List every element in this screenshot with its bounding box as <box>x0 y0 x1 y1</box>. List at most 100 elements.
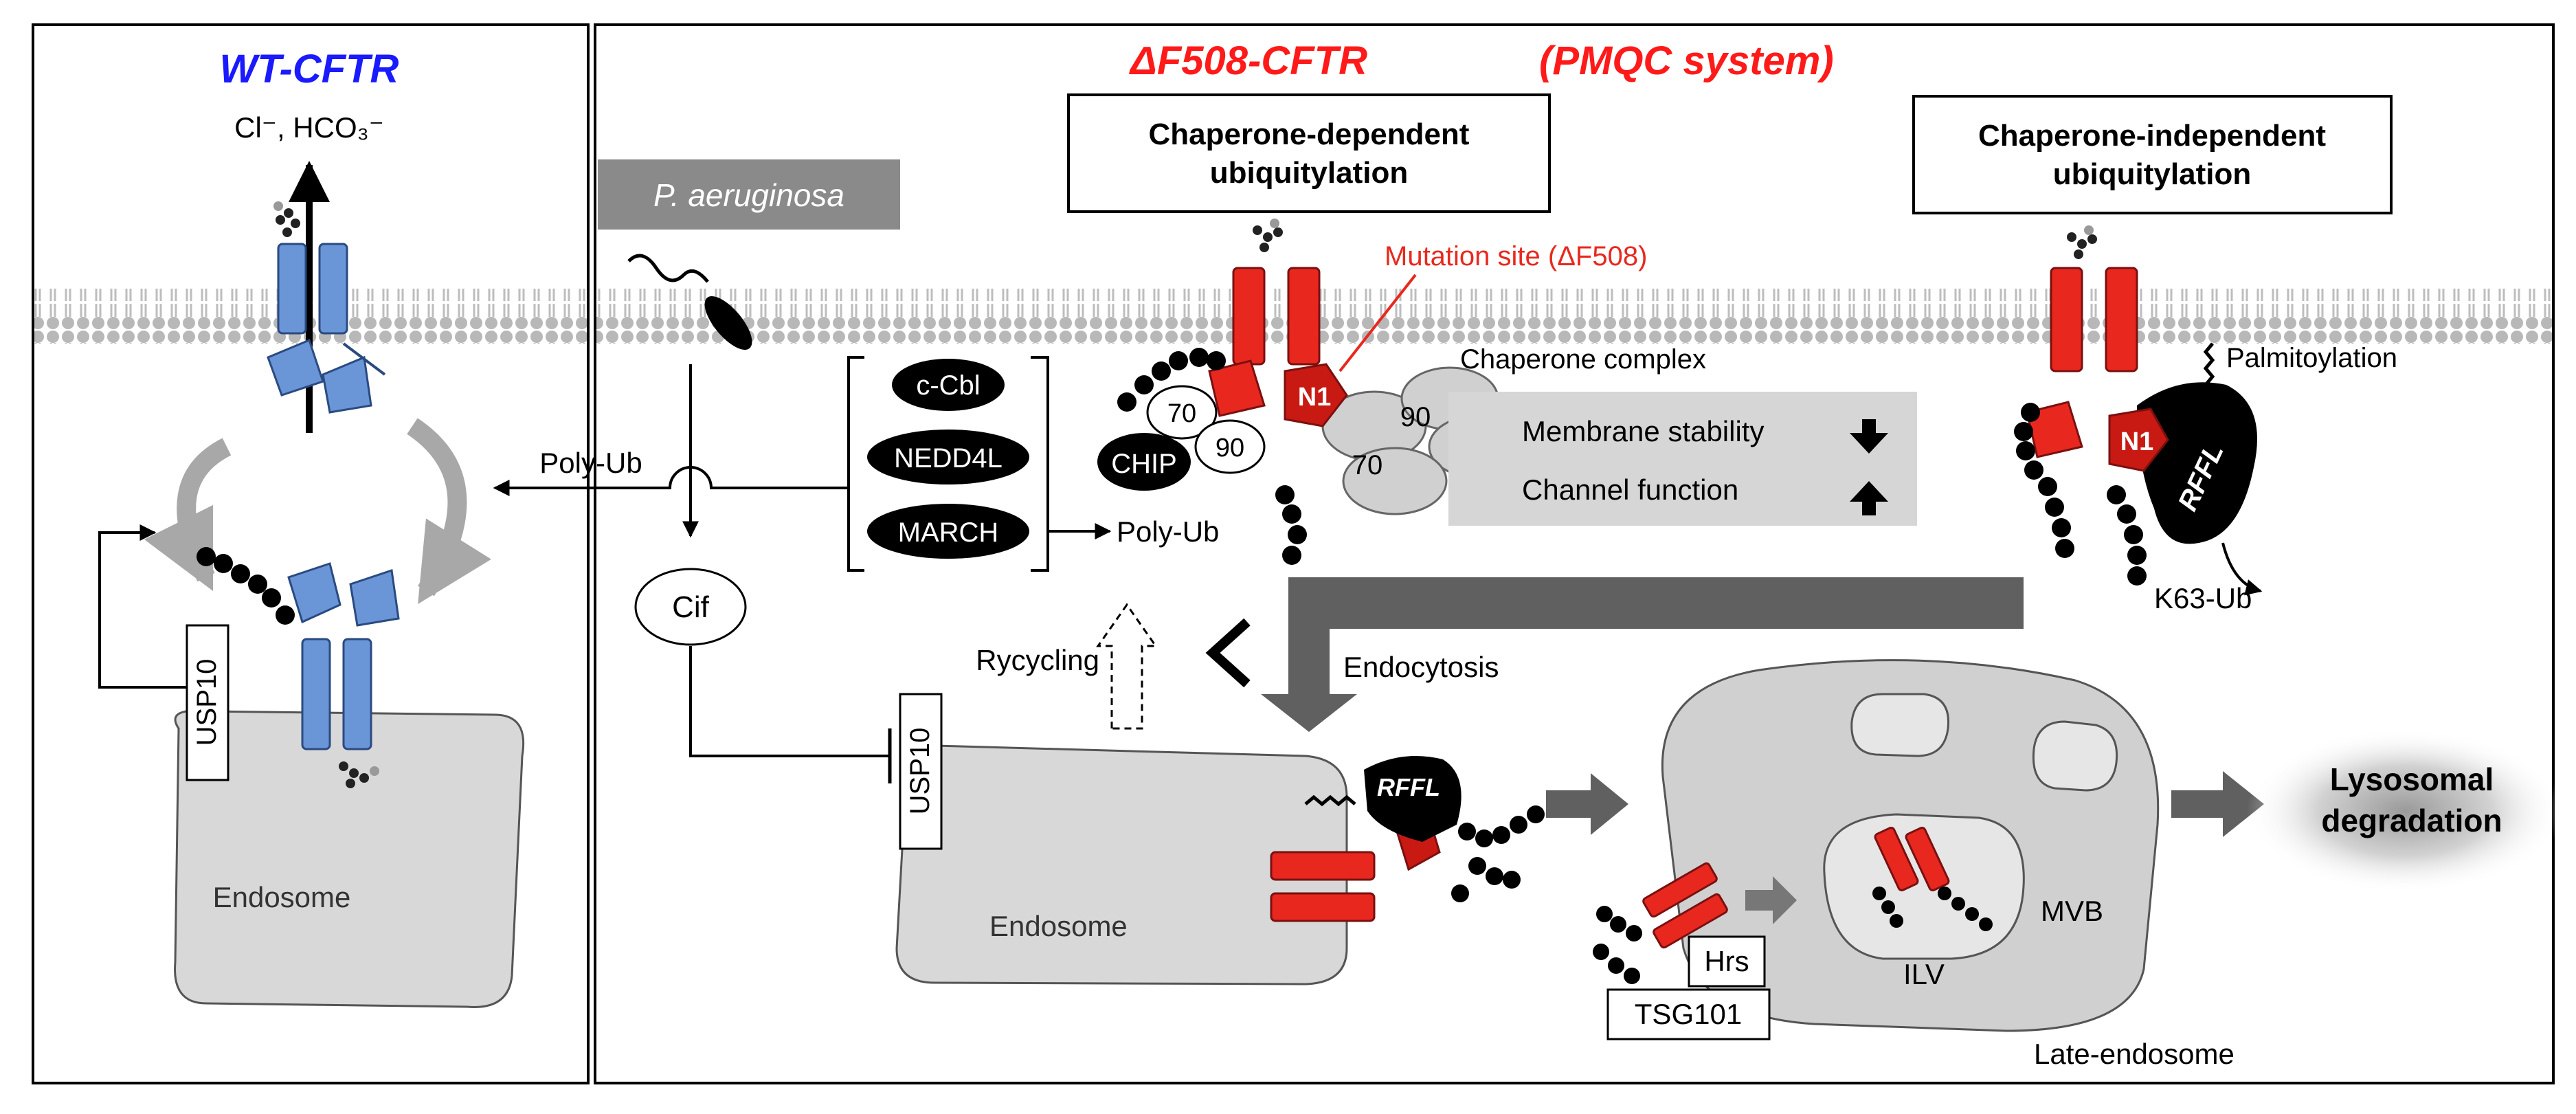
cif-inhibits-usp10 <box>689 646 890 757</box>
ilv <box>1823 813 2025 960</box>
glycan-icon-rffl <box>2067 225 2097 259</box>
mvb-vesicle-1 <box>1850 693 1950 757</box>
mutant-cftr-surface <box>1208 267 1321 417</box>
lysosomal-line1: Lysosomal <box>2330 761 2494 797</box>
endocytosis-bar-arrow <box>1261 577 2024 732</box>
to-ilv-arrow <box>1745 876 1797 924</box>
tsg101-box <box>1606 988 1771 1040</box>
wt-panel-frame <box>32 23 590 1084</box>
chip-label: CHIP <box>1111 449 1177 479</box>
n1-domain <box>1284 363 1348 427</box>
df-usp10-box <box>899 693 943 850</box>
endocytosis-label: Endocytosis <box>1343 651 1499 683</box>
e3-c-cbl-label: c-Cbl <box>916 370 980 401</box>
arrow-up-icon <box>1850 481 1888 515</box>
glycan-icon <box>273 201 300 237</box>
recycling-label: Rycycling <box>976 644 1099 676</box>
cif-node <box>634 568 747 646</box>
chaperone-dependent-line1: Chaperone-dependent <box>1149 118 1470 151</box>
palmitoyl-chain-icon <box>2203 342 2215 386</box>
to-mvb-arrow <box>1546 773 1628 835</box>
effects-box <box>1448 392 1917 526</box>
to-lysosome-arrow <box>2171 771 2264 837</box>
mutant-cftr-rffl <box>2026 267 2138 458</box>
mutant-cftr-escrt <box>1642 862 1728 949</box>
df-panel-frame <box>594 23 2555 1084</box>
e3-c-cbl <box>892 359 1005 411</box>
e3-nedd4l-label: NEDD4L <box>894 443 1003 474</box>
mutation-site-label: Mutation site (ΔF508) <box>1385 241 1647 271</box>
wt-endosome-label: Endosome <box>213 881 351 913</box>
chevron-left-icon <box>1205 618 1251 688</box>
hsp90-node <box>1194 419 1266 474</box>
late-endosome-label: Late-endosome <box>2034 1038 2235 1070</box>
wt-cftr-surface <box>267 243 386 414</box>
recycle-arrow-left <box>144 438 232 592</box>
df-title-system: (PMQC system) <box>1539 38 1834 83</box>
glycan-icon-mutant <box>1253 219 1283 252</box>
df-usp10-label: USP10 <box>905 728 935 815</box>
e3-bracket-left <box>847 356 864 572</box>
e3-march <box>867 504 1029 559</box>
ubiquitin-chain-mutant <box>1117 348 1307 565</box>
poly-ub-to-wt-arrow <box>493 466 849 496</box>
e3-bracket-right <box>1031 356 1049 572</box>
chaperone-dependent-line2: ubiquitylation <box>1210 156 1408 190</box>
recycling-arrow <box>1096 603 1158 730</box>
hsp70-label: 70 <box>1167 399 1196 428</box>
ubiquitin-chain-rffl <box>2014 403 2147 586</box>
n1-domain-rffl <box>2108 408 2169 472</box>
ilv-label: ILV <box>1903 958 1945 990</box>
chaperone-independent-box <box>1912 95 2393 214</box>
tsg101-label: TSG101 <box>1635 998 1742 1030</box>
membrane-right <box>596 289 2552 344</box>
chip-node <box>1097 433 1191 491</box>
lysosomal-line2: degradation <box>2321 803 2502 838</box>
chaperone-independent-line2: ubiquitylation <box>2053 157 2251 191</box>
chaperone-dependent-box <box>1067 93 1551 213</box>
poly-ub-label: Poly-Ub <box>1117 515 1219 548</box>
chaperone-independent-line1: Chaperone-independent <box>1978 119 2326 153</box>
rffl-shape <box>2137 382 2257 544</box>
cif-label: Cif <box>672 590 710 624</box>
k63-label: K63-Ub <box>2154 582 2252 614</box>
k63-arrow <box>2221 542 2263 596</box>
channel-function-label: Channel function <box>1522 474 1738 506</box>
n1-label-rffl: N1 <box>2120 427 2154 456</box>
mvb-label: MVB <box>2041 895 2103 927</box>
bacterium-icon <box>627 254 752 350</box>
ion-label: Cl⁻, HCO₃⁻ <box>234 111 384 144</box>
ubiquitin-chain-icon <box>197 547 295 625</box>
mvb-vesicle-2 <box>2032 720 2118 792</box>
ubiquitin-chain-endosome <box>1451 805 1545 902</box>
hsp90-label: 90 <box>1216 434 1244 463</box>
rffl-endosome-shape <box>1364 756 1461 842</box>
wt-usp10-box <box>186 624 229 781</box>
membrane-stability-label: Membrane stability <box>1522 415 1764 447</box>
e3-nedd4l <box>867 430 1029 484</box>
wt-usp10-label: USP10 <box>192 659 222 746</box>
wt-title: WT-CFTR <box>220 47 399 91</box>
n1-label: N1 <box>1298 383 1332 412</box>
recycle-arrow-right <box>407 418 491 604</box>
wt-cftr-endosome <box>287 562 400 750</box>
hrs-box <box>1688 935 1766 988</box>
palmitoyl-chain-endosome <box>1304 794 1356 807</box>
df-title-mutation: ΔF508-CFTR <box>1129 38 1367 83</box>
ubiquitin-chain-ilv <box>1872 887 1993 931</box>
rffl-endosome-label: RFFL <box>1377 773 1440 801</box>
hsp90-right-a: 90 <box>1400 402 1431 432</box>
e3-march-label: MARCH <box>898 517 999 548</box>
palmitoylation-label: Palmitoylation <box>2226 343 2397 373</box>
usp10-feedback-arrow <box>98 524 187 689</box>
mutation-site-arrow <box>1339 274 1417 372</box>
hrs-label: Hrs <box>1704 945 1749 977</box>
mutant-cftr-ilv <box>1874 827 1950 891</box>
pathogen-box <box>598 159 900 230</box>
ubiquitin-chain-escrt <box>1593 906 1642 984</box>
df-endosome-label: Endosome <box>989 910 1128 942</box>
poly-ub-label-left: Poly-Ub <box>539 447 642 479</box>
lysosome-glow <box>2247 728 2563 893</box>
glycan-icon-endosome <box>339 761 379 788</box>
